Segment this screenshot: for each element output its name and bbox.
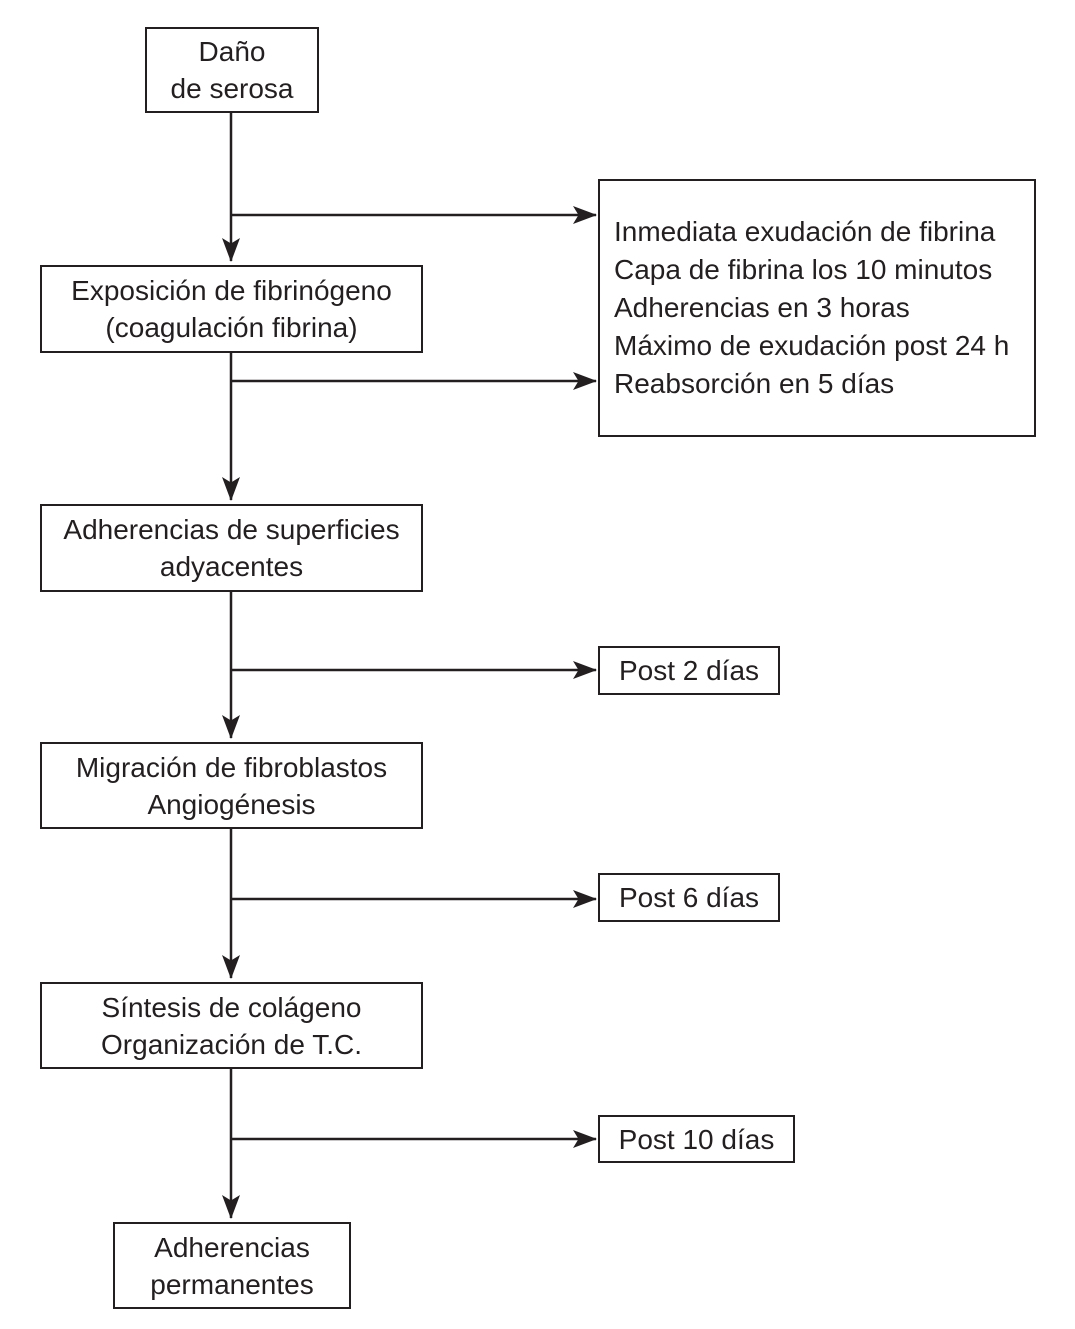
node-adherencias-superficies: Adherencias de superficies adyacentes [40,504,423,592]
node-text-line: (coagulación fibrina) [105,312,358,343]
node-text-line: de serosa [170,73,294,104]
node-sintesis-colageno: Síntesis de colágeno Organización de T.C… [40,982,423,1069]
node-migracion-fibroblastos: Migración de fibroblastos Angiogénesis [40,742,423,829]
node-post-6-dias: Post 6 días [598,873,780,922]
node-text-line: Inmediata exudación de fibrina [614,216,996,247]
node-text-line: adyacentes [159,551,304,582]
node-text-line: Adherencias de superficies [63,514,400,545]
node-exudacion-detalle: Inmediata exudación de fibrina Capa de f… [598,179,1036,437]
node-text-line: Post 10 días [618,1123,775,1155]
node-text-line: Post 2 días [618,655,760,686]
node-adherencias-permanentes: Adherencias permanentes [113,1222,351,1309]
node-text-line: Síntesis de colágeno [101,991,362,1023]
node-text-line: Máximo de exudación post 24 h [614,330,1010,361]
node-text-line: Post 6 días [618,882,760,913]
node-text-line: Angiogénesis [147,788,316,820]
node-text-line: Reabsorción en 5 días [614,368,895,399]
node-post-2-dias: Post 2 días [598,646,780,695]
node-text-line: Organización de T.C. [101,1028,362,1060]
node-text-line: Exposición de fibrinógeno [71,275,392,306]
node-exposicion-fibrinogeno: Exposición de fibrinógeno (coagulación f… [40,265,423,353]
node-text-line: permanentes [150,1268,314,1300]
node-post-10-dias: Post 10 días [598,1115,795,1163]
node-text-line: Daño [198,36,266,67]
node-dano-de-serosa: Daño de serosa [145,27,319,113]
node-text-line: Migración de fibroblastos [75,751,388,783]
node-text-line: Capa de fibrina los 10 minutos [614,254,993,285]
node-text-line: Adherencias [154,1231,310,1263]
node-text-line: Adherencias en 3 horas [614,292,910,323]
